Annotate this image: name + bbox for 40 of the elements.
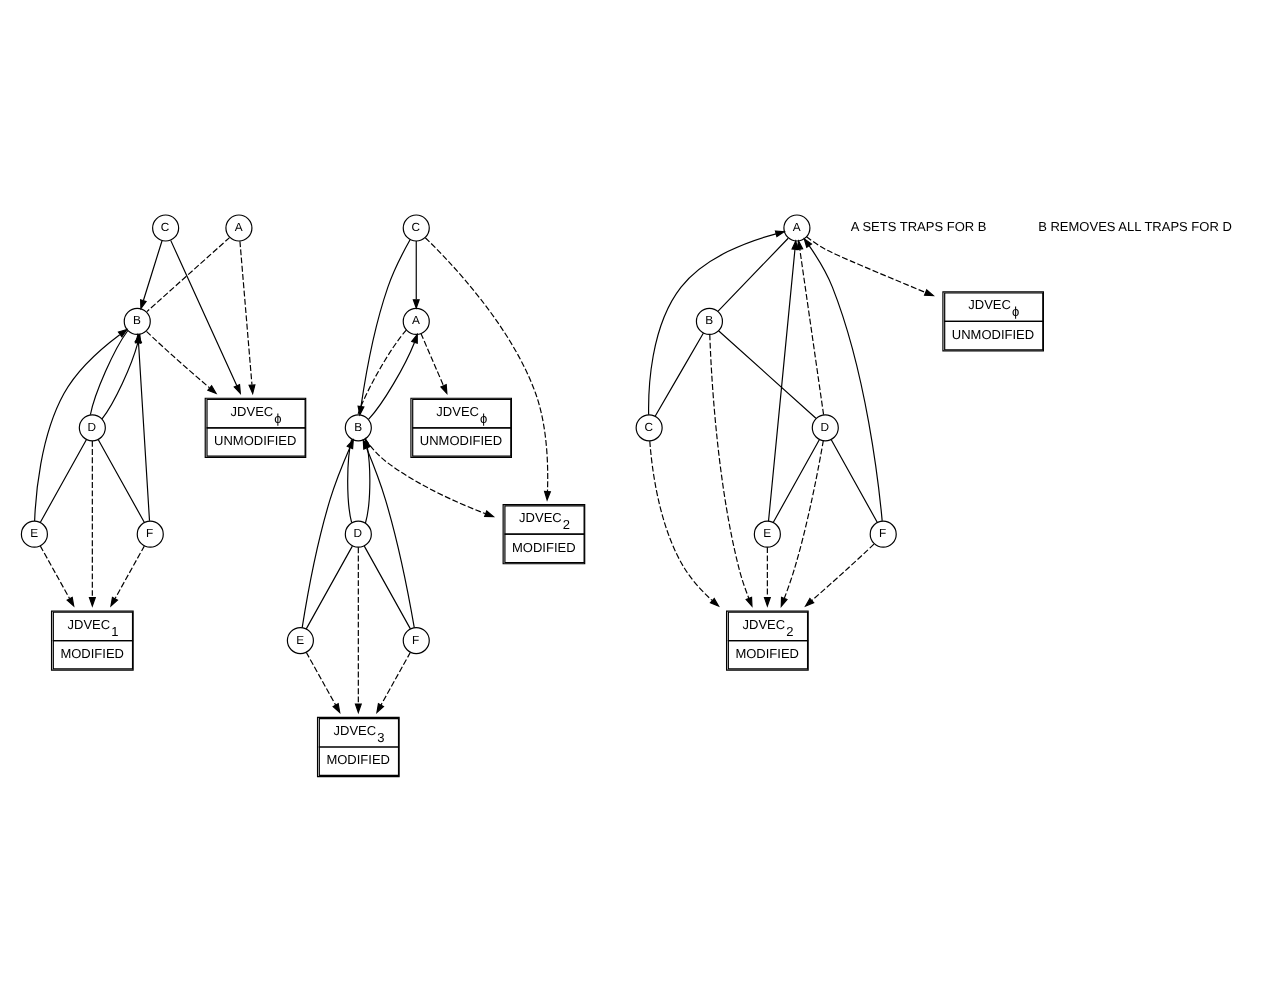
connector [717, 329, 817, 418]
arrow [170, 238, 242, 394]
arrow [39, 544, 75, 607]
connector [772, 438, 820, 523]
connector [146, 236, 231, 312]
arrow [367, 331, 418, 420]
arrow [805, 235, 935, 296]
arrow [767, 238, 799, 521]
arrow [780, 439, 824, 607]
arrow [763, 545, 772, 607]
connector [347, 437, 353, 523]
arrow [804, 542, 875, 607]
arrow [301, 437, 355, 628]
arrow [649, 439, 720, 607]
arrow [110, 544, 145, 607]
arrow [239, 239, 256, 395]
connector [89, 329, 129, 415]
arrow [803, 236, 883, 521]
connector [363, 544, 411, 629]
arrow [796, 238, 825, 415]
connector [305, 544, 353, 629]
arrow [88, 439, 97, 607]
arrow [376, 650, 411, 713]
arrow [648, 229, 786, 415]
arrow [412, 239, 420, 309]
connector [717, 236, 789, 311]
arrow [357, 237, 411, 416]
arrow [709, 332, 753, 607]
connector [97, 438, 145, 523]
arrow [34, 327, 129, 521]
connector [39, 438, 87, 523]
arrow [354, 545, 363, 714]
arrow [145, 329, 218, 394]
connector [654, 331, 704, 416]
connector [357, 328, 407, 415]
arrow [140, 239, 163, 310]
arrow [424, 236, 552, 501]
arrow [305, 650, 341, 713]
connector [830, 438, 878, 523]
arrow [420, 332, 448, 395]
